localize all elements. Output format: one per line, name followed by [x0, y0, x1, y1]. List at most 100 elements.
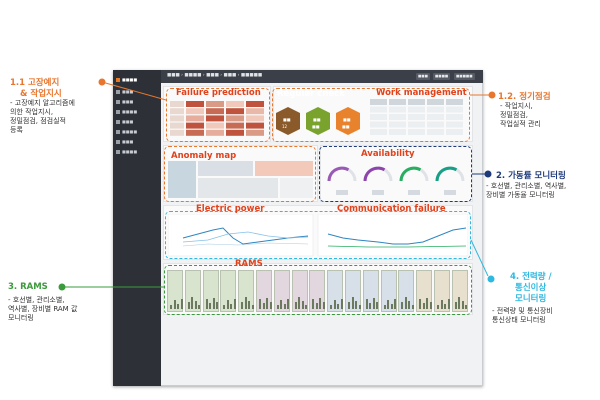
- sidebar-item-4[interactable]: ■■■■: [116, 108, 158, 116]
- rams-bar: [187, 302, 190, 309]
- rams-bar: [426, 298, 429, 309]
- sidebar-item-8[interactable]: ■■■■: [116, 148, 158, 156]
- wm-cell: [408, 99, 425, 105]
- gauge-fill: [363, 166, 386, 182]
- annotation-1-line: 정밀점검, 점검실적: [10, 117, 66, 125]
- rams-card: [291, 270, 308, 312]
- rams-bar: [212, 298, 215, 309]
- annotation-1-line: - 고장예지 알고리즘에: [10, 99, 75, 107]
- rams-card: [416, 270, 433, 312]
- hexagon-badge-1: [276, 107, 300, 135]
- rams-bar: [259, 299, 261, 309]
- fp-cell: [246, 129, 264, 136]
- wm-cell: [408, 106, 425, 113]
- gauge-fill: [327, 166, 350, 182]
- rams-bar: [173, 300, 176, 309]
- rams-bar: [230, 304, 233, 309]
- rams-bar: [319, 298, 322, 309]
- rams-card: [380, 270, 397, 312]
- fp-cell: [226, 122, 244, 129]
- rams-card: [220, 270, 237, 312]
- fp-cell: [206, 108, 224, 115]
- panel-title-anomaly-map: Anomaly map: [171, 151, 237, 161]
- rams-bar: [322, 302, 325, 309]
- sidebar-item-3[interactable]: ■■■: [116, 98, 158, 106]
- annotation-1-line: 등록: [10, 126, 23, 134]
- rams-bar: [376, 302, 379, 309]
- wm-cell: [427, 121, 444, 128]
- rams-bar: [266, 298, 268, 309]
- fp-row-label: [170, 108, 184, 115]
- wm-cell: [446, 106, 463, 113]
- fp-cell: [186, 101, 204, 107]
- sidebar-item-2[interactable]: ■■■: [116, 88, 158, 96]
- rams-bar: [244, 297, 247, 309]
- power-comm-charts: [168, 214, 468, 257]
- gauge-fill: [399, 166, 422, 182]
- wm-cell: [446, 129, 463, 135]
- panel-title-rams: RAMS: [235, 259, 263, 269]
- rams-bar: [358, 305, 361, 309]
- wm-cell: [427, 129, 444, 135]
- wm-cell: [389, 114, 406, 120]
- sidebar-item-7[interactable]: ■■■: [116, 138, 158, 146]
- rams-card: [256, 270, 272, 312]
- menu-icon: [116, 78, 120, 82]
- rams-bar: [226, 300, 229, 309]
- rams-bar: [351, 297, 354, 309]
- fp-cell: [186, 129, 204, 136]
- rams-bar: [337, 304, 340, 309]
- annotation-12-line: 작업실적 관리: [500, 120, 541, 128]
- availability-box: [319, 146, 472, 202]
- fp-cell: [226, 108, 244, 115]
- annotation-3-line: - 호선별, 관리소별,: [8, 296, 65, 304]
- annotation-12-title: 1.2. 정기점검: [498, 92, 551, 102]
- rams-bar: [369, 303, 372, 309]
- menu-icon: [116, 100, 120, 104]
- rams-bar: [394, 299, 397, 309]
- fp-cell: [246, 108, 264, 115]
- annotation-1-title-line1: 1.1 고장예지: [10, 78, 60, 88]
- rams-card: [327, 270, 344, 312]
- rams-bar: [198, 305, 201, 309]
- wm-cell: [370, 99, 387, 105]
- rams-bar: [205, 299, 208, 309]
- rams-bar: [216, 302, 219, 309]
- panel-title-communication-failure: Communication failure: [337, 204, 446, 214]
- annotation-4-body: - 전력량 및 통신장비 통신상태 모니터링: [492, 307, 553, 325]
- svg-text:■■: ■■: [342, 124, 350, 129]
- menu-icon: [116, 150, 120, 154]
- rams-card: [273, 270, 290, 312]
- annotation-2-line: 장비별 가동율 모니터링: [486, 191, 555, 199]
- rams-bar: [429, 302, 432, 309]
- toolbar-button-3[interactable]: ■■■■■: [454, 73, 475, 80]
- rams-bar: [298, 297, 301, 309]
- wm-cell: [389, 99, 406, 105]
- rams-bar: [294, 302, 297, 309]
- panel-title-failure-prediction: Failure prediction: [176, 88, 261, 98]
- fp-cell: [246, 122, 264, 129]
- power-comm-box: [165, 211, 471, 259]
- annotation-3-title: 3. RAMS: [8, 282, 48, 292]
- svg-text:■■: ■■: [312, 124, 320, 129]
- rams-bar: [333, 300, 336, 309]
- rams-bar: [233, 299, 236, 309]
- rams-bar: [194, 301, 197, 309]
- rams-bar: [458, 297, 461, 309]
- rams-card: [309, 270, 326, 312]
- sidebar-item-5[interactable]: ■■■: [116, 118, 158, 126]
- breadcrumb: ■■■ › ■■■■ › ■■■ › ■■■ › ■■■■■: [167, 73, 263, 78]
- toolbar-button-1[interactable]: ■■■: [416, 73, 430, 80]
- rams-bar: [269, 302, 272, 309]
- svg-text:■■: ■■: [343, 117, 351, 122]
- wm-cell: [446, 99, 463, 105]
- sidebar-item-6[interactable]: ■■■■: [116, 128, 158, 136]
- rams-bar: [330, 305, 333, 309]
- toolbar-button-2[interactable]: ■■■■: [433, 73, 451, 80]
- sidebar-item-1[interactable]: ■■■■: [116, 76, 158, 84]
- rams-bar: [340, 299, 343, 309]
- wm-cell: [389, 121, 406, 128]
- wm-cell: [370, 106, 387, 113]
- menu-icon: [116, 140, 120, 144]
- panel-title-electric-power: Electric power: [196, 204, 265, 214]
